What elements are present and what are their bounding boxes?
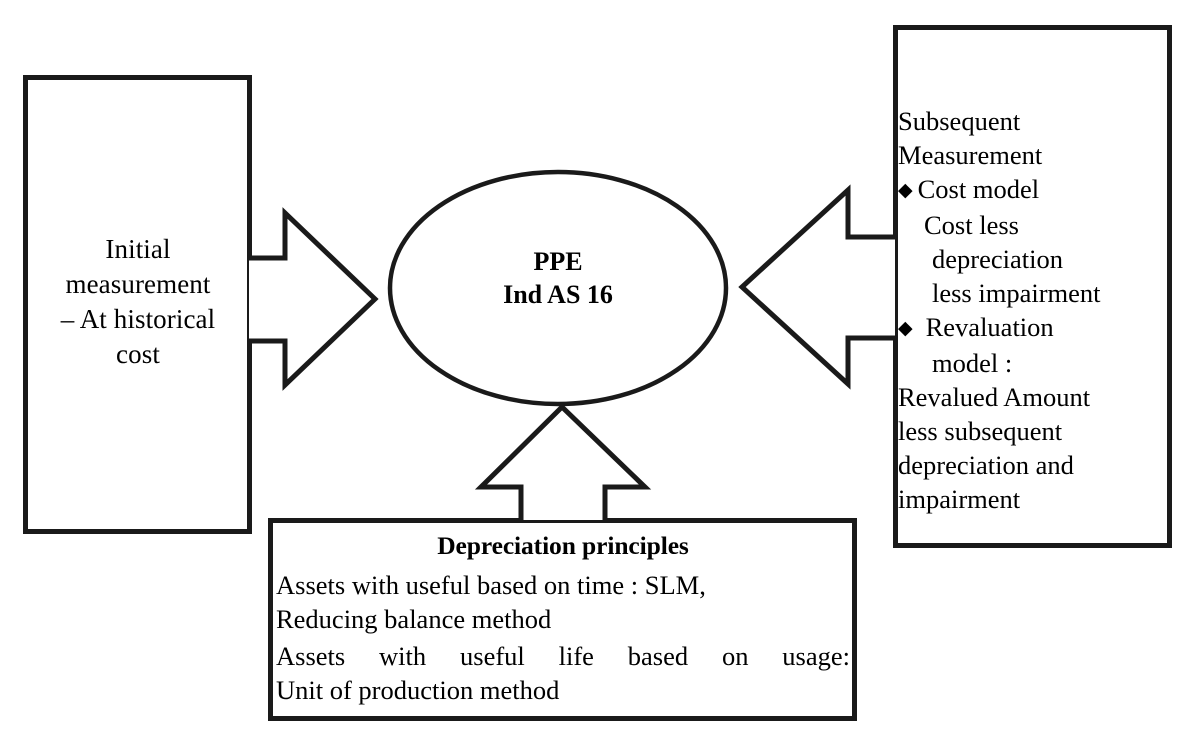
center-node-line-1: PPE <box>533 247 583 276</box>
right-box-bullet-2-label: Revaluation <box>925 312 1054 342</box>
left-box-rect[interactable] <box>23 75 252 534</box>
right-box-heading-line-2: Measurement <box>898 140 1043 170</box>
right-box-bullet-2-label-line-2: model : <box>932 348 1013 378</box>
right-box-bullet-2-row: ◆ Revaluation <box>898 310 1170 346</box>
bottom-box-para-1-line-1: Assets with useful based on time : SLM, <box>276 570 706 600</box>
right-box-bullet-2-detail-3: depreciation and <box>898 450 1074 480</box>
bottom-box-title: Depreciation principles <box>437 531 689 560</box>
center-ellipse[interactable] <box>387 169 729 407</box>
left-box-line-3: – At historical <box>60 304 216 334</box>
bottom-box-para-2-line-2: Unit of production method <box>276 675 560 705</box>
left-box-line-1: Initial <box>105 234 171 264</box>
bottom-box-para-2-line-1: Assets with useful life based on usage: <box>276 639 850 673</box>
right-box-rect[interactable] <box>893 25 1172 548</box>
right-box-bullet-2-detail-2: less subsequent <box>898 416 1063 446</box>
diamond-bullet-icon-2: ◆ <box>898 318 913 339</box>
right-box-heading-line-1: Subsequent <box>898 106 1021 136</box>
right-box-label-group: Subsequent Measurement ◆Cost model Cost … <box>898 104 1170 516</box>
bottom-box-paragraph-1: Assets with useful based on time : SLM, … <box>276 568 850 636</box>
right-box-bullet-1-detail-1: Cost less <box>924 210 1019 240</box>
right-box-bullet-2-detail-1: Revalued Amount <box>898 382 1091 412</box>
right-box-bullet-1-row: ◆Cost model <box>898 172 1170 208</box>
bottom-box-para-1-line-2: Reducing balance method <box>276 604 552 634</box>
bottom-box-rect[interactable] <box>268 518 857 721</box>
left-arrow-shape[interactable] <box>249 207 379 391</box>
left-box-line-4: cost <box>116 339 160 369</box>
bottom-box-label-group: Depreciation principles Assets with usef… <box>276 527 850 707</box>
right-box-bullet-1-detail-3: less impairment <box>932 278 1101 308</box>
center-node-label-group: PPE Ind AS 16 <box>392 245 724 311</box>
diamond-bullet-icon: ◆ <box>898 180 913 201</box>
right-box-bullet-1-detail-2: depreciation <box>932 244 1063 274</box>
left-box-label-group: Initial measurement – At historical cost <box>30 232 246 372</box>
bottom-box-para-2-line-1-text: Assets with useful life based on usage: <box>276 641 850 671</box>
bottom-arrow-shape[interactable] <box>474 403 652 520</box>
right-box-bullet-1-label: Cost model <box>917 174 1040 204</box>
left-box-line-2: measurement <box>65 269 211 299</box>
right-box-bullet-2-detail-4: impairment <box>898 484 1021 514</box>
right-arrow-shape[interactable] <box>738 184 895 390</box>
bottom-box-paragraph-2: Assets with useful life based on usage: … <box>276 639 850 707</box>
center-node-line-2: Ind AS 16 <box>503 280 613 309</box>
